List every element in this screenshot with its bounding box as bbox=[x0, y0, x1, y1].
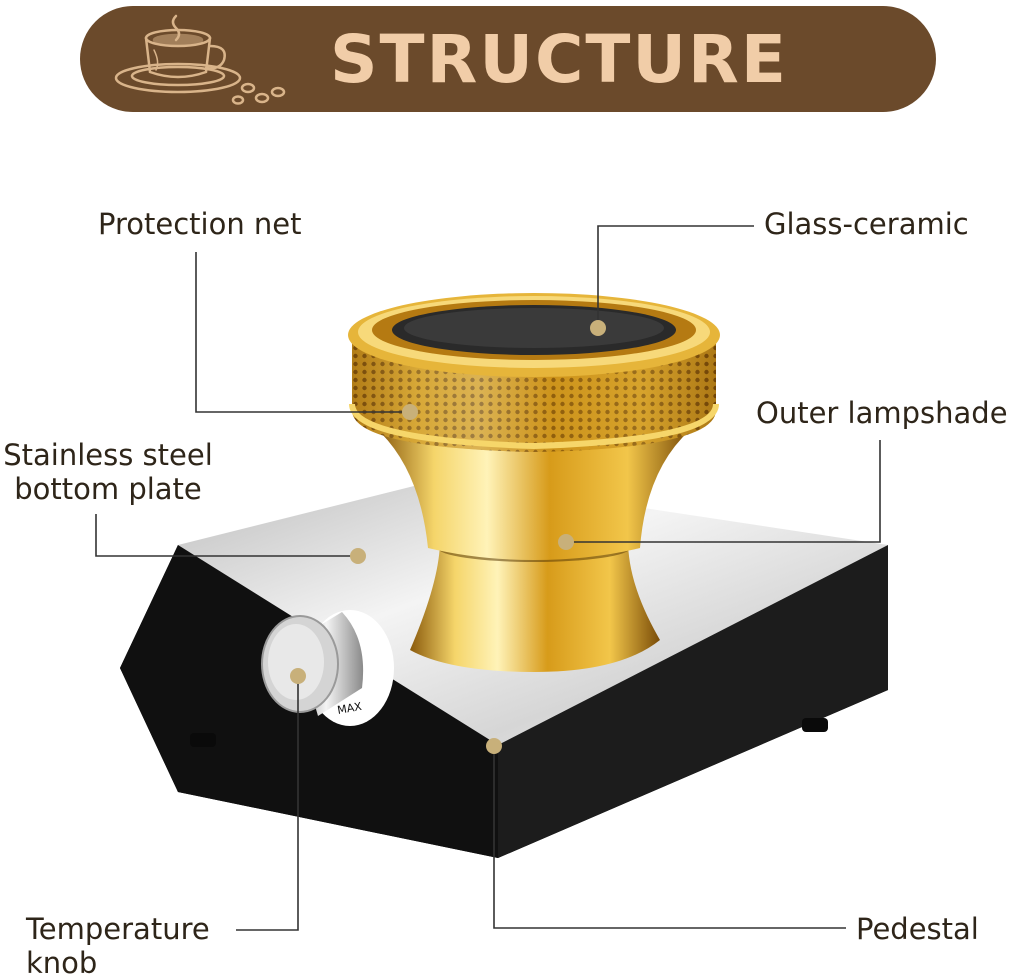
label-stainless-steel-plate: Stainless steel bottom plate bbox=[3, 438, 213, 506]
label-protection-net: Protection net bbox=[98, 207, 302, 241]
label-pedestal: Pedestal bbox=[856, 912, 979, 946]
marker-glass-ceramic bbox=[590, 320, 606, 336]
marker-temperature-knob bbox=[290, 668, 306, 684]
header-banner: STRUCTURE bbox=[80, 6, 936, 112]
label-temperature-knob: Temperature knob bbox=[26, 912, 210, 980]
knob-max-marking: MAX bbox=[336, 700, 363, 717]
marker-pedestal bbox=[486, 738, 502, 754]
label-glass-ceramic: Glass-ceramic bbox=[764, 207, 969, 241]
marker-dots bbox=[290, 320, 606, 754]
marker-protection-net bbox=[402, 404, 418, 420]
glass-reflection bbox=[404, 308, 664, 348]
marker-stainless-plate bbox=[350, 548, 366, 564]
page-title: STRUCTURE bbox=[330, 21, 788, 98]
label-outer-lampshade: Outer lampshade bbox=[756, 396, 1008, 430]
marker-outer-lampshade bbox=[558, 534, 574, 550]
leader-lines bbox=[95, 225, 881, 931]
temperature-knob: MAX bbox=[261, 610, 394, 726]
outer-lampshade bbox=[378, 430, 690, 672]
coffee-cup-icon bbox=[114, 14, 286, 105]
